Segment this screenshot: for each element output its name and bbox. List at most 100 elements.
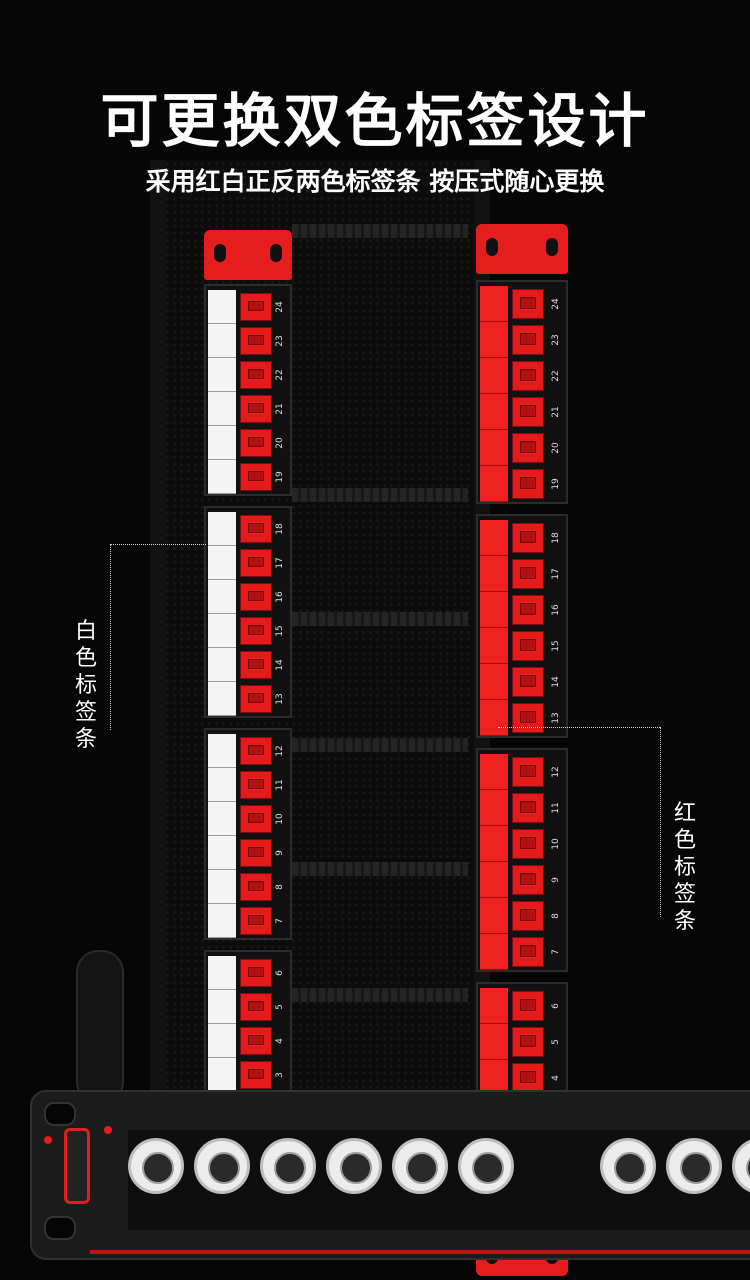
port-number: 22 — [551, 370, 561, 382]
port-row: 18 — [478, 520, 566, 556]
rj45-jack-icon — [512, 901, 544, 931]
label-strip-cell — [480, 358, 508, 394]
page-title: 可更换双色标签设计 — [100, 87, 650, 155]
label-strip-cell — [480, 1024, 508, 1060]
port-row: 23 — [478, 322, 566, 358]
panel-rivet-icon — [104, 1126, 112, 1134]
keystone-port-icon — [194, 1138, 250, 1194]
label-strip-cell — [480, 430, 508, 466]
port-number: 7 — [551, 949, 561, 955]
red-label-leader-line — [498, 727, 660, 728]
rj45-jack-icon — [240, 293, 272, 321]
panel-handle — [64, 1128, 90, 1204]
rj45-jack-icon — [240, 959, 272, 987]
port-row: 8 — [478, 898, 566, 934]
port-number: 20 — [551, 442, 561, 454]
label-strip-cell — [208, 956, 236, 990]
rj45-jack-icon — [240, 463, 272, 491]
patch-panel-red-labels: 242322212019181716151413121110987654321 — [476, 224, 568, 1280]
panel-top-bracket — [204, 230, 292, 280]
port-number: 24 — [551, 298, 561, 310]
label-strip-cell — [480, 988, 508, 1024]
port-row: 15 — [478, 628, 566, 664]
rj45-jack-icon — [240, 737, 272, 765]
port-row: 16 — [478, 592, 566, 628]
label-strip-cell — [208, 1058, 236, 1092]
panel-screw-hole-icon — [44, 1216, 76, 1240]
label-strip-cell — [208, 290, 236, 324]
rj45-jack-icon — [512, 595, 544, 625]
rj45-jack-icon — [512, 289, 544, 319]
port-row: 24 — [206, 290, 290, 324]
label-strip-cell — [208, 904, 236, 938]
label-strip-cell — [480, 664, 508, 700]
port-row: 12 — [206, 734, 290, 768]
port-row: 14 — [478, 664, 566, 700]
port-row: 6 — [478, 988, 566, 1024]
rack-shelf — [292, 488, 468, 502]
port-row: 5 — [478, 1024, 566, 1060]
rack-shelf — [292, 612, 468, 626]
white-label-leader-line — [110, 544, 111, 730]
label-strip-cell — [208, 836, 236, 870]
label-strip-cell — [480, 286, 508, 322]
port-row: 19 — [206, 460, 290, 494]
port-number: 11 — [551, 802, 561, 814]
port-row: 16 — [206, 580, 290, 614]
port-row: 9 — [478, 862, 566, 898]
rj45-jack-icon — [240, 907, 272, 935]
rj45-jack-icon — [240, 805, 272, 833]
keystone-port-icon — [326, 1138, 382, 1194]
rj45-jack-icon — [512, 829, 544, 859]
port-number: 17 — [275, 557, 285, 569]
front-patch-panel — [30, 1090, 750, 1260]
port-row: 3 — [206, 1058, 290, 1092]
port-number: 8 — [275, 884, 285, 890]
label-strip-cell — [480, 592, 508, 628]
white-label-leader-line — [110, 544, 206, 545]
label-strip-cell — [208, 614, 236, 648]
red-label-leader-line — [660, 727, 661, 917]
label-strip-cell — [480, 466, 508, 502]
label-strip-cell — [208, 460, 236, 494]
port-number: 13 — [275, 693, 285, 705]
port-number: 9 — [275, 850, 285, 856]
port-number: 23 — [275, 335, 285, 347]
port-number: 5 — [551, 1039, 561, 1045]
label-strip-cell — [480, 754, 508, 790]
keystone-port-icon — [128, 1138, 184, 1194]
rj45-jack-icon — [512, 991, 544, 1021]
rack-rail-left — [150, 160, 166, 1090]
rj45-jack-icon — [512, 757, 544, 787]
label-strip-cell — [208, 324, 236, 358]
panel-rivet-icon — [44, 1136, 52, 1144]
label-strip-cell — [480, 826, 508, 862]
port-number: 22 — [275, 369, 285, 381]
rj45-jack-icon — [240, 583, 272, 611]
rj45-jack-icon — [512, 1063, 544, 1093]
cable-manager — [76, 950, 124, 1104]
keystone-port-icon — [458, 1138, 514, 1194]
port-number: 15 — [275, 625, 285, 637]
rj45-jack-icon — [512, 793, 544, 823]
port-row: 4 — [206, 1024, 290, 1058]
rack-shelf — [292, 862, 468, 876]
rj45-jack-icon — [240, 685, 272, 713]
rj45-jack-icon — [512, 523, 544, 553]
label-strip-cell — [208, 392, 236, 426]
label-strip-cell — [480, 790, 508, 826]
rj45-jack-icon — [512, 361, 544, 391]
label-strip-cell — [208, 768, 236, 802]
label-strip-cell — [208, 682, 236, 716]
port-number: 19 — [551, 478, 561, 490]
label-strip-cell — [480, 628, 508, 664]
port-number: 23 — [551, 334, 561, 346]
port-number: 4 — [551, 1075, 561, 1081]
label-strip-cell — [480, 520, 508, 556]
port-number: 9 — [551, 877, 561, 883]
